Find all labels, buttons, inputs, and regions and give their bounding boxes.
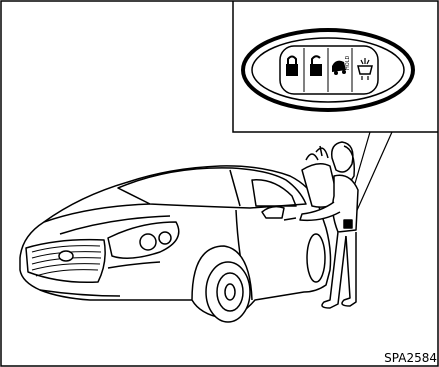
car bbox=[20, 166, 331, 322]
key-fob: HOLD bbox=[243, 30, 413, 110]
figure-code: SPA2584 bbox=[384, 351, 437, 365]
fob-button-label: HOLD bbox=[345, 56, 351, 70]
